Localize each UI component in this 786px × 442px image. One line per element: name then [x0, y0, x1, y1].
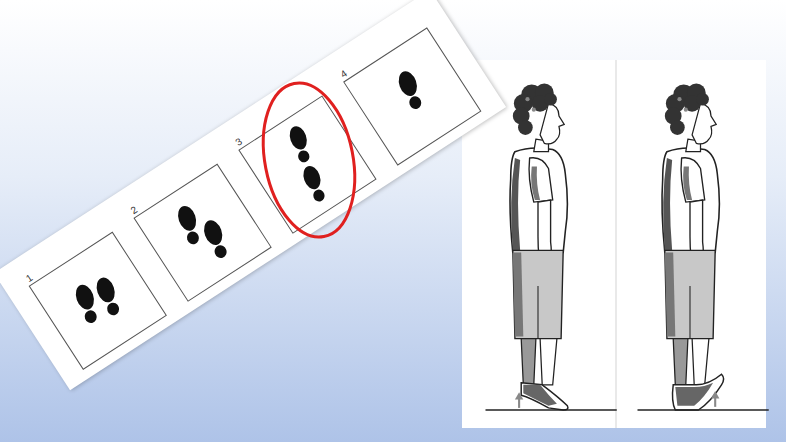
photo-panel — [462, 60, 766, 428]
highlight-ellipse — [251, 75, 367, 245]
stance-number: 3 — [233, 136, 244, 149]
stance-box: 1 — [29, 232, 167, 370]
stance-box: 2 — [133, 164, 271, 302]
stance-box: 4 — [343, 27, 481, 165]
stance-number: 1 — [24, 272, 35, 285]
heel-raise-figure — [486, 83, 617, 410]
stance-box: 3 — [238, 95, 376, 233]
stance-strip: 1234 — [0, 0, 506, 390]
stance-number: 2 — [129, 204, 140, 217]
toe-raise-figure — [638, 83, 769, 410]
footprints — [0, 0, 506, 390]
stance-number: 4 — [338, 68, 349, 81]
